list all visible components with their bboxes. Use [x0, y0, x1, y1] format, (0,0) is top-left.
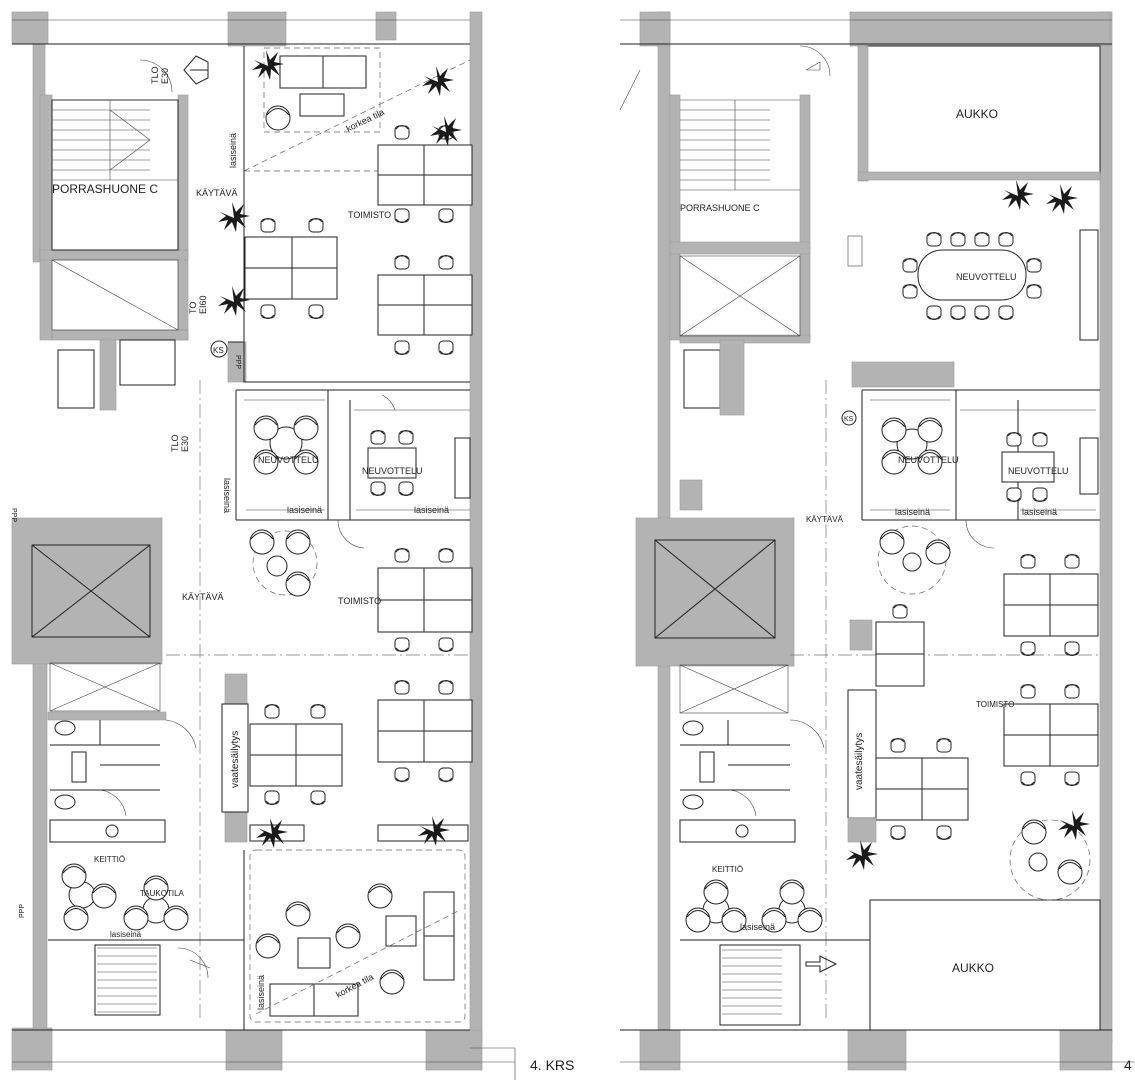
office-mid-label: TOIMISTO	[338, 596, 381, 606]
office-label-r: TOIMISTO	[976, 700, 1014, 709]
meeting-room-b-furniture	[367, 430, 417, 496]
left-floor-plan	[11, 11, 516, 1080]
wardrobe-label: vaatesäilytys	[230, 731, 241, 788]
meeting-a-label-r: NEUVOTTELU	[898, 455, 959, 465]
glass-wall-a-label: lasiseinä	[287, 505, 322, 515]
desk-cluster-lower-right	[377, 680, 473, 782]
glass-wall-low-label: lasiseinä	[110, 930, 142, 939]
desk-cluster-mid-right	[377, 255, 473, 355]
left-nw-pier	[11, 11, 49, 45]
glass-wall-bottom-label: lasiseinä	[256, 975, 266, 1010]
door-tlo-mid-label: TLO	[170, 434, 180, 452]
opening-bottom-label: AUKKO	[952, 961, 994, 975]
desk-cluster-right-1	[1003, 554, 1099, 656]
ppp-label-2: PPP	[10, 508, 17, 522]
high-space-top-label: korkea tila	[344, 107, 385, 134]
big-meeting-table	[902, 232, 1042, 320]
glass-wall-b-label-r: lasiseinä	[1022, 507, 1057, 517]
elevator-shaft-left	[11, 517, 163, 665]
meeting-room-a-furniture	[253, 415, 319, 475]
ppp-label-3: PPP	[19, 904, 26, 918]
glass-wall-mid-label: lasiseinä	[222, 478, 232, 513]
ppp-label-1: PPP	[234, 355, 241, 369]
break-table-r1	[685, 879, 747, 933]
left-se-pier	[425, 1029, 483, 1071]
meeting-a-label: NEUVOTTELU	[258, 455, 319, 465]
corridor-top-label: KÄYTÄVÄ	[196, 188, 238, 198]
desk-cluster-top-left	[244, 218, 338, 319]
glass-wall-a-label-r: lasiseinä	[895, 507, 930, 517]
left-north-pier	[227, 11, 287, 47]
left-north-pier-2	[375, 11, 397, 41]
desk-cluster-mid-office	[377, 548, 473, 652]
opening-top-label: AUKKO	[956, 107, 998, 121]
kitchen-label-r: KEITTIÖ	[712, 865, 743, 874]
break-table-1	[61, 863, 117, 931]
break-table-2	[123, 875, 189, 931]
ks-label: KS	[213, 346, 224, 355]
floor-label-right: 4	[1124, 1057, 1132, 1073]
ks-label-r: KS	[844, 416, 854, 423]
desk-cluster-right-2	[1003, 684, 1099, 786]
ks-marker-r	[841, 410, 857, 426]
wardrobe-label-r: vaatesäilytys	[854, 733, 865, 790]
big-meeting-label: NEUVOTTELU	[956, 272, 1017, 282]
right-east-wall	[1099, 11, 1113, 1043]
glass-wall-top-label: lasiseinä	[228, 133, 238, 168]
stair-wall-west	[39, 94, 53, 341]
desk-cluster-right-3	[875, 738, 969, 840]
glass-wall-b-label: lasiseinä	[414, 505, 449, 515]
stair-wall-east	[177, 94, 189, 341]
kitchen-label: KEITTIÖ	[94, 855, 125, 864]
desk-cluster-lower-left	[249, 704, 343, 805]
opening-bottom	[869, 899, 1101, 1031]
corridor-mid-label: KÄYTÄVÄ	[182, 592, 224, 602]
right-floor-plan	[619, 11, 1135, 1071]
left-south-pier	[225, 1029, 283, 1071]
break-table-r2	[761, 879, 823, 933]
desk-cluster-top-right	[377, 125, 473, 223]
left-sw-pier	[11, 1027, 53, 1071]
door-ei60-label: EI60	[198, 295, 208, 314]
opening-top	[857, 45, 1101, 182]
door-e30-top-label: E30	[160, 68, 170, 84]
floor-label-left: 4. KRS	[530, 1057, 574, 1073]
meeting-room-a-furniture-r	[881, 417, 943, 475]
right-nw-pier	[639, 11, 671, 47]
desk-cluster-right-4	[849, 604, 925, 687]
glass-wall-low-label-r: lasiseinä	[740, 922, 775, 932]
door-to-label: TO	[188, 302, 198, 314]
meeting-b-label-r: NEUVOTTELU	[1008, 466, 1069, 476]
left-west-wall-lower	[32, 659, 48, 1041]
stair-label-r: PORRASHUONE C	[680, 203, 760, 213]
corridor-label-r: KÄYTÄVÄ	[806, 515, 844, 524]
door-tlo-top-label: TLO	[150, 66, 160, 84]
meeting-room-b-furniture-r	[1001, 432, 1055, 502]
ks-marker	[210, 340, 228, 358]
door-e30-mid-label: E30	[180, 436, 190, 452]
right-north-pier	[849, 11, 1111, 47]
stair-label: PORRASHUONE C	[52, 182, 158, 196]
meeting-b-label: NEUVOTTELU	[362, 466, 423, 476]
office-top-label: TOIMISTO	[348, 210, 391, 220]
break-room-label: TAUKOTILA	[140, 889, 185, 898]
right-plan-labels: AUKKO AUKKO PORRASHUONE C NEUVOTTELU NEU…	[680, 107, 1132, 1073]
